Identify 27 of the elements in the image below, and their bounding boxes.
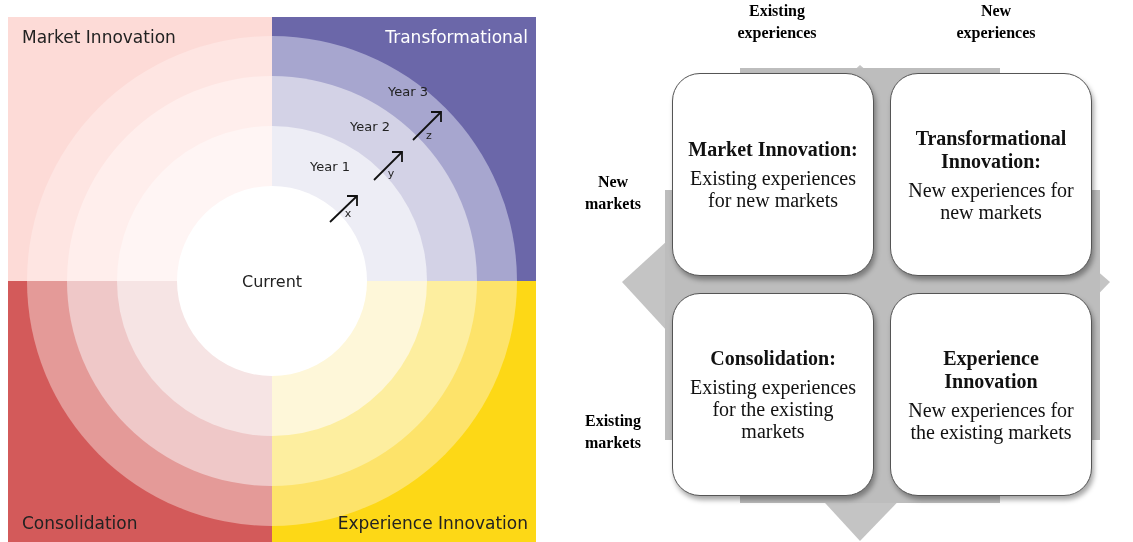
card-heading: Consolidation:	[710, 347, 836, 370]
quadrant-label: Consolidation	[22, 513, 138, 533]
quadrant-card	[672, 293, 874, 496]
ring-label: Year 2	[350, 118, 390, 134]
axis-label: Existing experiences	[736, 1, 818, 44]
quadrant-label: Transformational	[385, 27, 528, 47]
card-heading: Transformational Innovation:	[914, 126, 1068, 173]
card-description: New experiences for new markets	[907, 178, 1075, 223]
quadrant-label: Market Innovation	[22, 27, 176, 47]
center-label: Current	[241, 271, 303, 291]
card-heading: Experience Innovation	[942, 346, 1040, 393]
card-description: New experiences for the existing markets	[907, 398, 1075, 443]
arrow-letter: x	[344, 206, 352, 220]
arrow-letter: y	[387, 166, 395, 180]
quadrant-card	[672, 73, 874, 276]
quadrant-card	[890, 73, 1092, 276]
arrow-letter: z	[426, 128, 432, 142]
ring-label: Year 3	[388, 83, 428, 99]
axis-label: New experiences	[955, 1, 1037, 44]
axis-label: New markets	[584, 172, 642, 214]
quadrant-card	[890, 293, 1092, 496]
card-description: Existing experiences for new markets	[688, 167, 858, 211]
axis-label: Existing markets	[584, 411, 642, 453]
card-description: Existing experiences for the existing markets	[688, 376, 858, 442]
quadrant-label: Experience Innovation	[337, 513, 528, 533]
ring-label: Year 1	[310, 158, 350, 174]
card-heading: Market Innovation:	[688, 138, 858, 161]
